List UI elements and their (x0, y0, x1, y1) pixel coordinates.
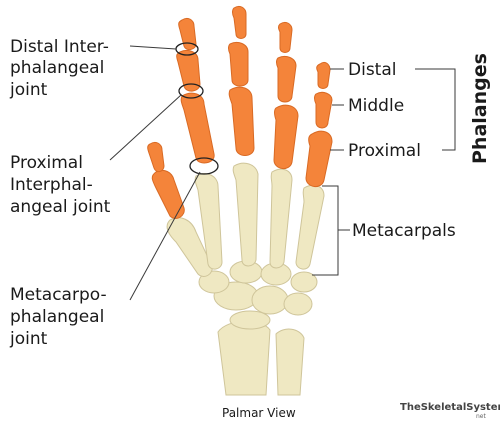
label-palmar-view: Palmar View (222, 406, 296, 420)
metacarpal-bones (166, 162, 325, 277)
metacarpophalangeal-ring (189, 157, 219, 175)
radius-bone (217, 320, 271, 396)
phalanx-ring-distal (278, 21, 293, 53)
label-proximal: Proximal (348, 141, 421, 161)
label-distal: Distal (348, 60, 396, 80)
pointer-line-distal-interphalangeal (129, 45, 177, 50)
phalanx-ring-middle (276, 55, 297, 103)
metacarpal-middle (232, 162, 259, 267)
phalanx-thumb-proximal (151, 169, 185, 219)
proximal-interphalangeal-ring (178, 83, 204, 99)
phalanx-ring-proximal (273, 104, 299, 169)
phalanx-middle-proximal (228, 86, 255, 156)
label-proximal-interphalangeal-2: Interphal- (10, 175, 93, 195)
label-proximal-interphalangeal-1: Proximal (10, 153, 83, 173)
metacarpal-ring (269, 168, 293, 269)
ulna-bone (275, 328, 305, 396)
label-metacarpophalangeal-2: phalangeal (10, 307, 104, 327)
label-metacarpophalangeal-3: joint (9, 329, 48, 349)
brand-logo-subtext: net (476, 413, 486, 420)
phalanx-middle-distal (232, 5, 247, 39)
metacarpal-index (194, 173, 223, 270)
forearm-bones (217, 320, 305, 396)
label-metacarpals: Metacarpals (352, 221, 456, 241)
phalanx-little-middle (314, 91, 333, 129)
pointer-line-metacarpophalangeal (129, 171, 201, 301)
carpal-bone (229, 310, 271, 330)
label-distal-interphalangeal-2: phalangeal (10, 58, 104, 78)
phalanx-thumb-distal (147, 141, 165, 173)
carpal-bone (251, 285, 289, 315)
phalanx-middle-middle (228, 41, 249, 87)
phalanx-index-proximal (180, 92, 215, 164)
phalanx-index-distal (178, 17, 197, 51)
label-distal-interphalangeal-1: Distal Inter- (10, 37, 109, 57)
carpal-bone (290, 271, 318, 293)
phalanx-index-middle (176, 49, 201, 92)
brand-logo-text: TheSkeletalSystem (400, 402, 500, 413)
metacarpal-little (295, 184, 325, 270)
pointer-lines (109, 45, 456, 301)
label-phalanges: Phalanges (469, 53, 491, 164)
label-proximal-interphalangeal-3: angeal joint (10, 197, 111, 217)
labels: Distal Inter- phalangeal joint Proximal … (9, 37, 500, 420)
label-middle: Middle (348, 96, 404, 116)
label-metacarpophalangeal-1: Metacarpo- (10, 285, 107, 305)
phalanx-little-proximal (305, 130, 333, 187)
phalanx-little-distal (316, 61, 331, 89)
carpal-bone (283, 292, 313, 316)
carpal-bones (198, 260, 318, 330)
phalanges-bracket (415, 68, 456, 151)
label-distal-interphalangeal-3: joint (9, 80, 48, 100)
phalanges-bones (147, 5, 333, 219)
pointer-line-proximal-interphalangeal (109, 94, 182, 161)
